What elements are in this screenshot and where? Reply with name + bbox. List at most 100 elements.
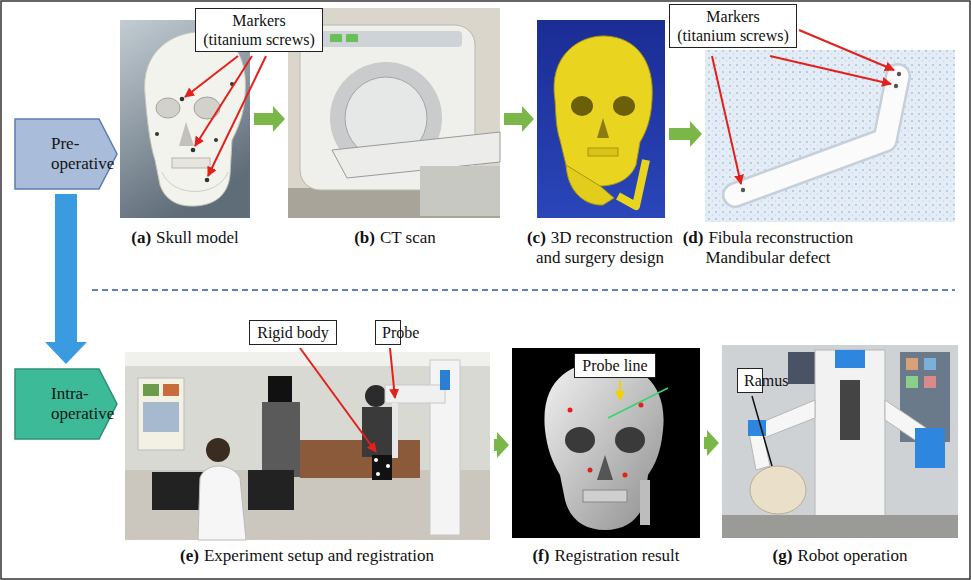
- panel-title: Fibula reconstruction Mandibular defect: [705, 228, 853, 267]
- callout-label: Markers (titanium screws): [202, 11, 316, 49]
- registration-render-part: [583, 490, 627, 502]
- ct-scanner-photo-part: [420, 166, 500, 216]
- marker-leaders-part: [619, 381, 621, 400]
- lab-photo-part: [374, 458, 378, 462]
- panel-caption: (c)3D reconstruction and surgery design: [526, 228, 675, 268]
- fibula-model-part: [735, 76, 898, 195]
- panel-title: Robot operation: [797, 546, 907, 565]
- 3d-reconstruction-render-part: [613, 96, 635, 116]
- lab-photo-part: [376, 472, 380, 476]
- 3d-reconstruction-render-part: [597, 118, 609, 138]
- registration-render-part: [608, 388, 668, 418]
- panel-title: 3D reconstruction and surgery design: [536, 228, 673, 267]
- panel-letter: (d): [683, 228, 704, 247]
- lab-photo-part: [300, 440, 420, 478]
- skull-model-photo-part: [155, 132, 159, 136]
- fibula-model: [705, 50, 955, 222]
- panel-caption: (g)Robot operation: [772, 546, 909, 566]
- callout-box: Rigid body: [249, 320, 337, 345]
- ct-scanner-photo-part: [346, 34, 358, 42]
- robot-photo-part: [722, 515, 958, 538]
- block-arrow: [494, 432, 509, 458]
- callout-box: Markers (titanium screws): [195, 8, 323, 52]
- registration-render-part: [512, 348, 700, 538]
- 3d-reconstruction-render: [537, 20, 665, 218]
- robot-photo-part: [906, 376, 918, 388]
- image-panel: (g)Robot operation: [722, 345, 958, 538]
- panel-caption: (b) CT scan: [353, 228, 437, 248]
- fibula-model-part: [735, 76, 898, 195]
- image-panel: (d)Fibula reconstruction Mandibular defe…: [705, 50, 955, 222]
- callout-label: Probe: [382, 323, 394, 342]
- phase-label: Pre- operative: [51, 134, 63, 174]
- marker-leaders-part: [300, 348, 376, 452]
- 3d-reconstruction-render-part: [554, 36, 652, 186]
- robot-photo-part: [840, 380, 860, 440]
- block-arrow: [254, 106, 285, 132]
- section-divider: [92, 289, 955, 291]
- fibula-model-part: [897, 72, 901, 76]
- panel-letter: (g): [773, 546, 793, 565]
- image-panel: (f)Registration result: [512, 348, 700, 538]
- registration-render-part: [640, 480, 650, 525]
- 3d-reconstruction-render-part: [566, 165, 614, 205]
- callout-label: Probe line: [581, 356, 649, 375]
- callout-label: Markers (titanium screws): [676, 7, 790, 45]
- lab-photo-part: [362, 407, 392, 457]
- registration-render: [512, 348, 700, 538]
- robot-photo-part: [924, 358, 936, 370]
- panel-caption: (f)Registration result: [531, 546, 681, 566]
- panel-title: CT scan: [380, 228, 436, 247]
- phase-arrow-outline: [15, 369, 117, 439]
- panel-title: Skull model: [156, 228, 239, 247]
- panel-title: Registration result: [554, 546, 679, 565]
- callout-box: Probe: [375, 320, 401, 345]
- panel-caption: (d)Fibula reconstruction Mandibular defe…: [682, 228, 855, 268]
- skull-model-photo-part: [214, 138, 218, 142]
- callout-box: Markers (titanium screws): [669, 4, 797, 48]
- lab-photo-part: [125, 352, 490, 540]
- skull-model-photo-part: [180, 97, 185, 102]
- panel-letter: (e): [180, 546, 199, 565]
- callout-label: Ramus: [744, 371, 756, 390]
- lab-photo-part: [248, 470, 294, 510]
- ct-scanner-photo-part: [312, 31, 462, 47]
- phase-arrow-shape: [14, 118, 118, 190]
- block-arrow: [45, 194, 87, 364]
- skull-model-photo-part: [145, 32, 246, 206]
- lab-photo-part: [386, 464, 390, 468]
- block-arrow: [669, 121, 702, 147]
- lab-photo-part: [440, 370, 450, 390]
- lab-photo-part: [268, 376, 292, 402]
- image-panel: (e)Experiment setup and registration: [125, 352, 490, 540]
- registration-render-part: [588, 468, 593, 473]
- robot-photo-part: [915, 428, 945, 468]
- callout-box: Probe line: [574, 353, 656, 378]
- phase-arrow: Pre- operative: [14, 118, 118, 190]
- registration-render-part: [597, 455, 613, 480]
- panel-letter: (c): [527, 228, 546, 247]
- lab-photo-part: [138, 378, 184, 450]
- robot-photo-part: [924, 376, 936, 388]
- 3d-reconstruction-render-part: [537, 20, 665, 218]
- lab-photo-part: [365, 385, 387, 407]
- block-arrow: [504, 106, 534, 132]
- lab-photo-part: [372, 455, 392, 480]
- registration-render-part: [565, 427, 595, 453]
- robot-photo-part: [815, 350, 885, 535]
- block-arrow: [704, 430, 719, 456]
- skull-model-photo-part: [156, 98, 180, 118]
- panel-letter: (b): [354, 228, 375, 247]
- robot-photo: [722, 345, 958, 538]
- lab-photo-part: [163, 384, 179, 396]
- lab-photo-part: [198, 466, 246, 540]
- lab-photo: [125, 352, 490, 540]
- image-panel: (a)Skull model: [120, 20, 250, 218]
- panel-caption: (a)Skull model: [130, 228, 240, 248]
- lab-photo-part: [143, 384, 159, 396]
- skull-model-photo-part: [172, 158, 210, 168]
- marker-leaders-part: [799, 30, 894, 70]
- lab-photo-part: [152, 472, 204, 510]
